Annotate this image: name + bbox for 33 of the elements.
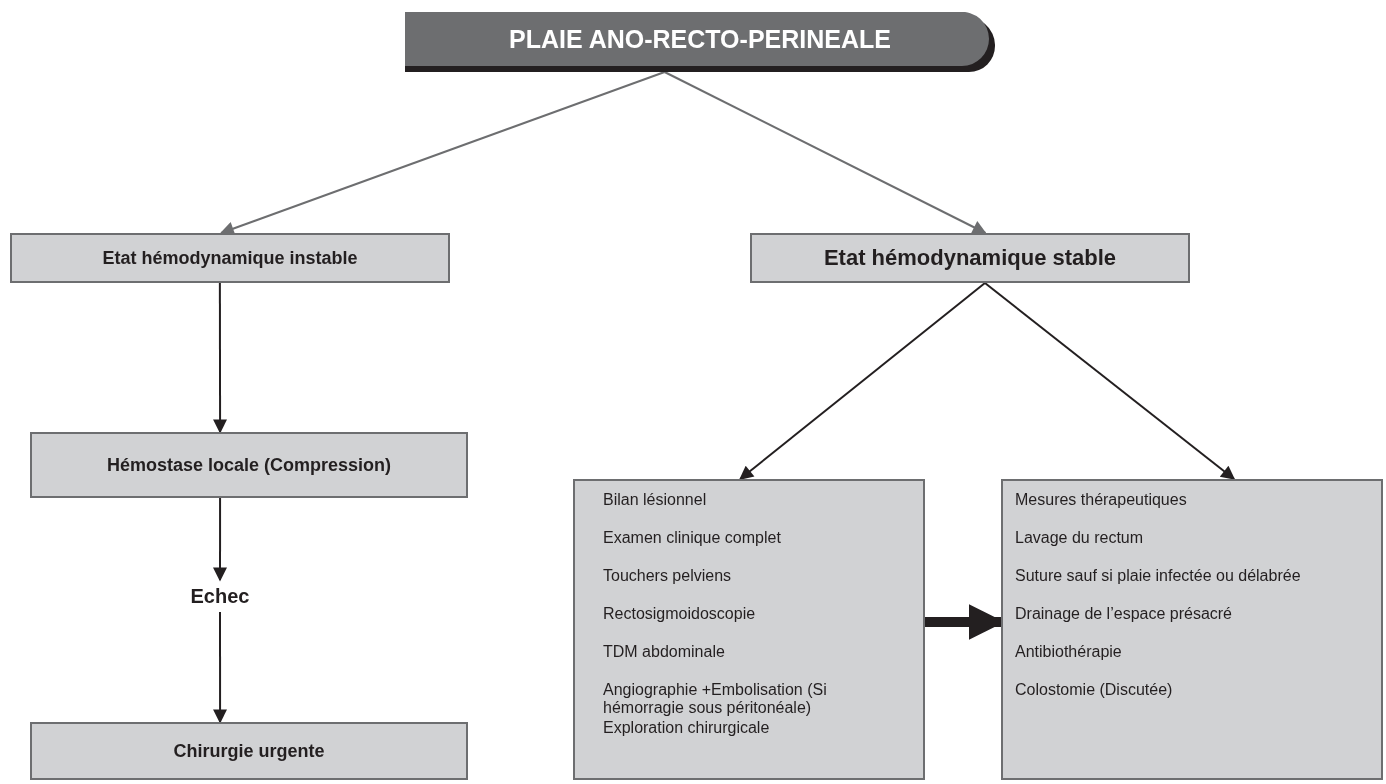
box-label: Hémostase locale (Compression) xyxy=(105,454,393,476)
arrow xyxy=(213,611,228,724)
list-item: Angiographie +Embolisation (Si hémorragie sous péritonéale) xyxy=(603,681,828,719)
arrow xyxy=(739,282,986,480)
title-text: PLAIE ANO-RECTO-PERINEALE xyxy=(509,24,891,54)
arrow xyxy=(213,282,228,434)
process-box xyxy=(750,233,1190,283)
list-item: Exploration chirurgicale xyxy=(603,719,771,738)
arrow xyxy=(663,71,987,234)
list-item: TDM abdominale xyxy=(603,643,726,662)
list-item: Colostomie (Discutée) xyxy=(1015,681,1174,700)
list-item: Lavage du rectum xyxy=(1015,529,1145,548)
list-item: Mesures thérapeutiques xyxy=(1015,491,1188,510)
process-box xyxy=(10,233,450,283)
list-item: Touchers pelviens xyxy=(603,567,733,586)
list-item: Antibiothérapie xyxy=(1015,643,1123,662)
box-label: Etat hémodynamique instable xyxy=(101,247,359,269)
box-label: Etat hémodynamique stable xyxy=(822,245,1118,271)
list-item: Examen clinique complet xyxy=(603,529,782,548)
process-box xyxy=(30,722,468,780)
list-box xyxy=(1001,479,1383,780)
process-box xyxy=(30,432,468,498)
step-label: Echec xyxy=(180,580,260,612)
box-label: Chirurgie urgente xyxy=(172,740,326,762)
arrow xyxy=(219,71,666,236)
list-item: Rectosigmoidoscopie xyxy=(603,605,757,624)
arrow xyxy=(983,282,1236,480)
title-banner xyxy=(405,12,995,72)
arrow xyxy=(213,497,227,582)
list-item: Drainage de l’espace présacré xyxy=(1015,605,1233,624)
list-item: Bilan lésionnel xyxy=(603,491,708,510)
list-item: Suture sauf si plaie infectée ou délabrée xyxy=(1015,567,1302,586)
list-box xyxy=(573,479,925,780)
